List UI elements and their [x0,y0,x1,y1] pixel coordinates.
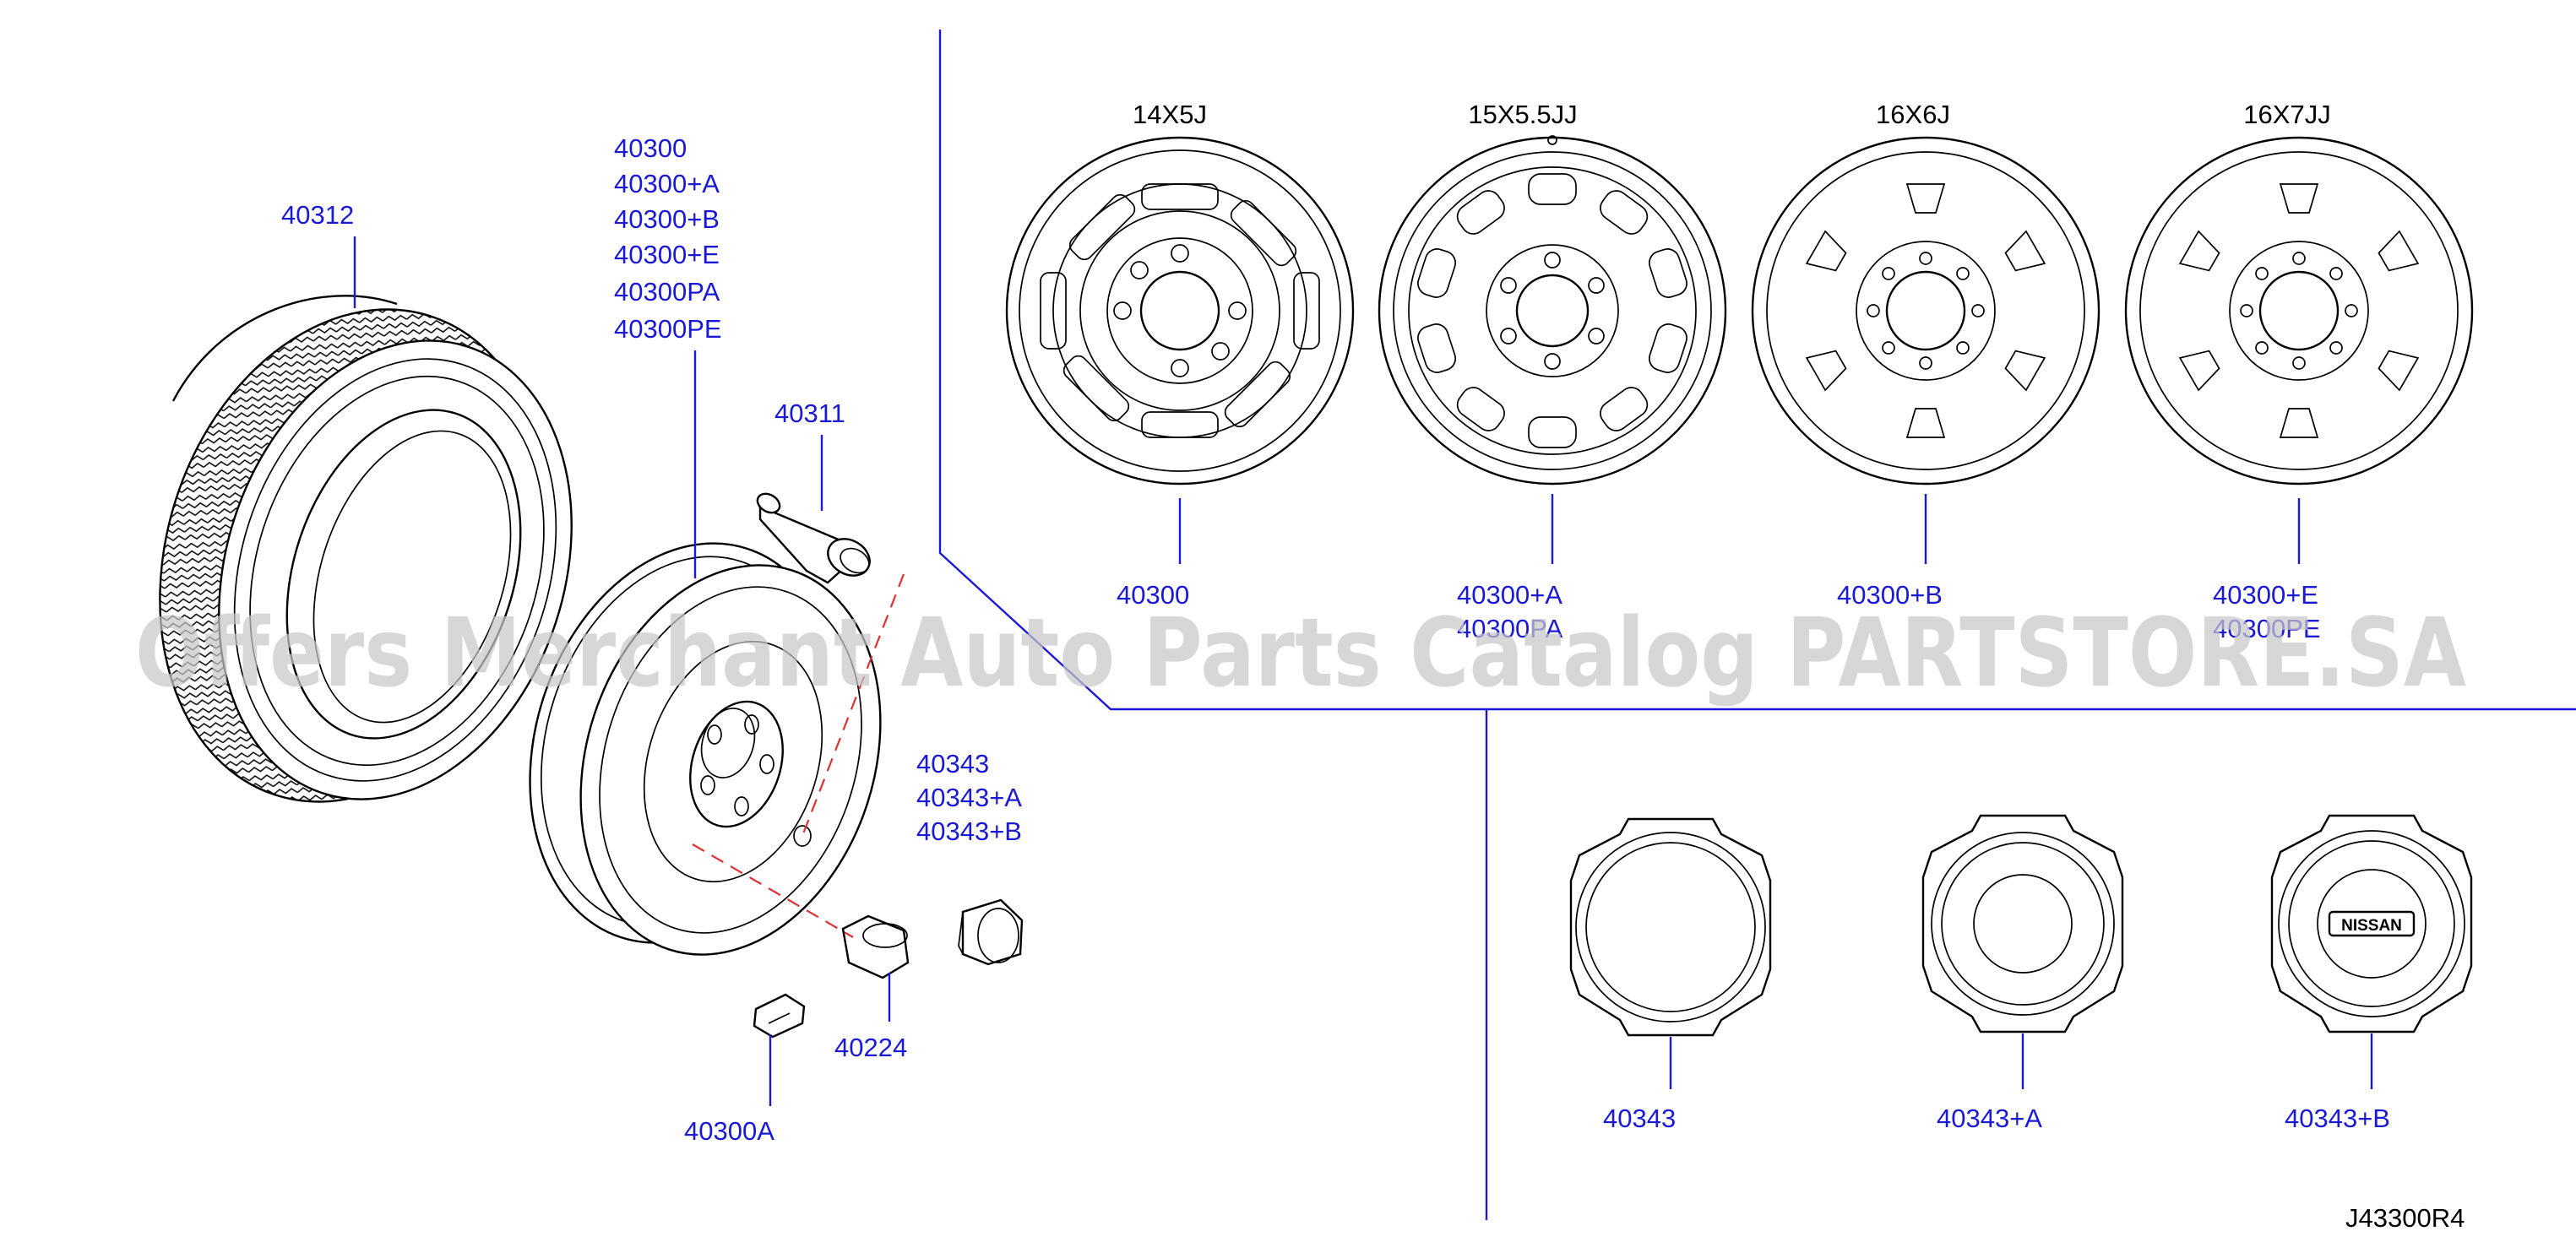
wheel-part-label[interactable]: 40300+B [614,204,720,234]
wheel-part-label[interactable]: 40300PA [614,277,720,306]
diagram-code: J43300R4 [2345,1203,2465,1233]
wheel-part-label[interactable]: 40300PE [614,314,722,344]
cap-part-label[interactable]: 40343+B [916,816,1022,846]
center-cap-illustration [958,898,1024,966]
wheel-size-labels: 14X5J 15X5.5JJ 16X6J 16X7JJ [1133,100,2331,129]
cap-variant-part-label[interactable]: 40343+A [1937,1104,2042,1133]
wheel-nut-illustration [841,914,910,979]
wheel-part-label-list: 40300 40300+A 40300+B 40300+E 40300PA 40… [614,133,722,344]
wheel-variant-part-label[interactable]: 40300PE [2213,614,2321,643]
watermark-text: Offers Merchant Auto Parts Catalog PARTS… [135,599,2466,708]
valve-part-label[interactable]: 40311 [774,399,845,428]
wheel-variant-14x5j [1005,136,1355,485]
cap-variant-40343 [1569,817,1772,1037]
wheel-variant-16x7jj [2124,136,2474,485]
tire-part-label[interactable]: 40312 [281,200,354,230]
nut-part-label[interactable]: 40224 [834,1033,907,1062]
weight-part-label[interactable]: 40300A [684,1116,774,1146]
cap-part-label[interactable]: 40343+A [916,783,1022,812]
wheel-size-label: 14X5J [1133,100,1207,129]
wheel-variant-part-label[interactable]: 40300+A [1457,580,1562,610]
cap-variant-part-label[interactable]: 40343+B [2285,1104,2390,1133]
valve-stem-illustration [756,492,871,584]
wheel-part-label[interactable]: 40300+E [614,240,720,269]
cap-variant-40343-a [1921,814,2124,1033]
assembly-leaders [353,236,891,1106]
cap-logo-text: NISSAN [2341,917,2402,935]
wheel-variant-16x6j [1751,136,2100,485]
cap-variant-part-label[interactable]: 40343 [1603,1104,1676,1133]
cap-variant-leaders [1669,1033,2373,1089]
wheel-variant-part-label[interactable]: 40300+E [2213,580,2318,610]
wheel-variant-part-label[interactable]: 40300PA [1457,614,1563,643]
cap-part-label-list: 40343 40343+A 40343+B [916,749,1022,846]
wheel-variant-leaders [1178,494,2301,564]
wheel-variant-part-labels: 40300 40300+A 40300PA 40300+B 40300+E 40… [1117,580,2321,643]
wheel-part-label[interactable]: 40300+A [614,169,720,198]
cap-part-label[interactable]: 40343 [916,749,989,778]
balance-weight-illustration [753,993,806,1039]
wheel-variant-15x5-5jj [1378,135,1727,485]
wheel-part-label[interactable]: 40300 [614,133,687,163]
wheel-size-label: 16X7JJ [2243,100,2330,129]
cap-variant-40343-b: NISSAN [2270,814,2473,1033]
wheel-variant-part-label[interactable]: 40300+B [1837,580,1943,610]
wheel-size-label: 16X6J [1876,100,1950,129]
section-divider [938,30,2576,1220]
wheel-variant-part-label[interactable]: 40300 [1117,580,1189,610]
cap-variant-part-labels: 40343 40343+A 40343+B [1603,1104,2390,1133]
wheel-illustration [529,542,882,956]
wheel-size-label: 15X5.5JJ [1468,100,1577,129]
assembly-guide-lines [692,573,905,938]
tire-illustration [159,295,573,803]
